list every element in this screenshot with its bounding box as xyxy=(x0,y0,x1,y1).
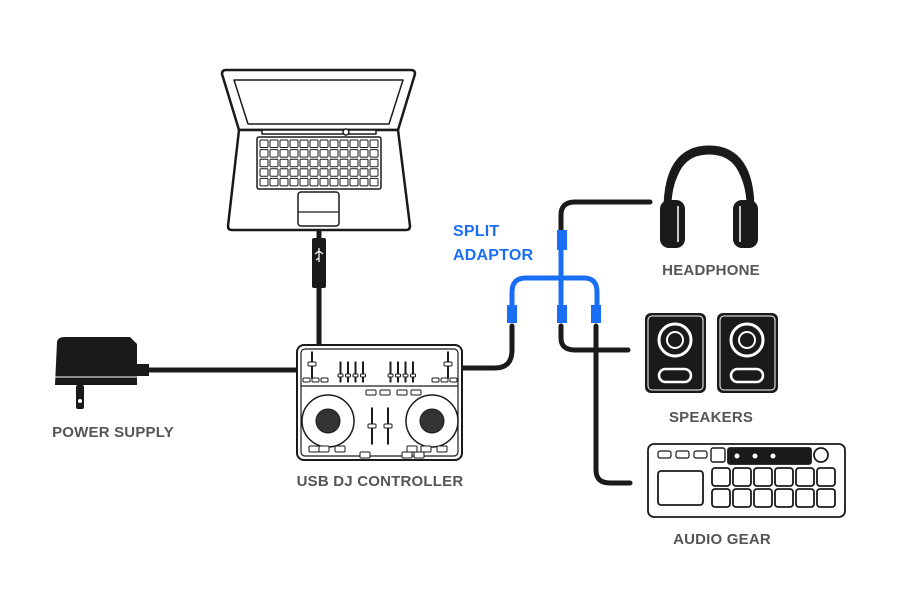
cables xyxy=(142,199,653,486)
laptop-icon xyxy=(220,68,417,232)
split-adaptor-label-line2: ADAPTOR xyxy=(453,247,534,264)
dj-controller-label: USB DJ CONTROLLER xyxy=(296,473,464,490)
dj-controller-icon xyxy=(296,344,463,461)
power-supply-label: POWER SUPPLY xyxy=(52,424,174,441)
headphone-icon xyxy=(660,145,758,248)
audio-gear-icon xyxy=(647,443,846,518)
speaker-cable xyxy=(558,323,631,353)
speakers-label: SPEAKERS xyxy=(668,409,754,426)
headphone-label: HEADPHONE xyxy=(662,262,760,279)
audio-gear-cable xyxy=(593,323,633,486)
split-adaptor-label-line1: SPLIT xyxy=(453,223,500,240)
split-adaptor xyxy=(507,230,601,323)
controller-output-cable xyxy=(459,323,515,371)
usb-plug-icon xyxy=(312,238,326,288)
audio-gear-label: AUDIO GEAR xyxy=(673,531,771,548)
power-supply-icon xyxy=(55,337,149,409)
split-adaptor-label: SPLIT ADAPTOR xyxy=(453,220,533,268)
headphone-cable xyxy=(558,199,653,233)
speakers-icon xyxy=(645,313,778,393)
